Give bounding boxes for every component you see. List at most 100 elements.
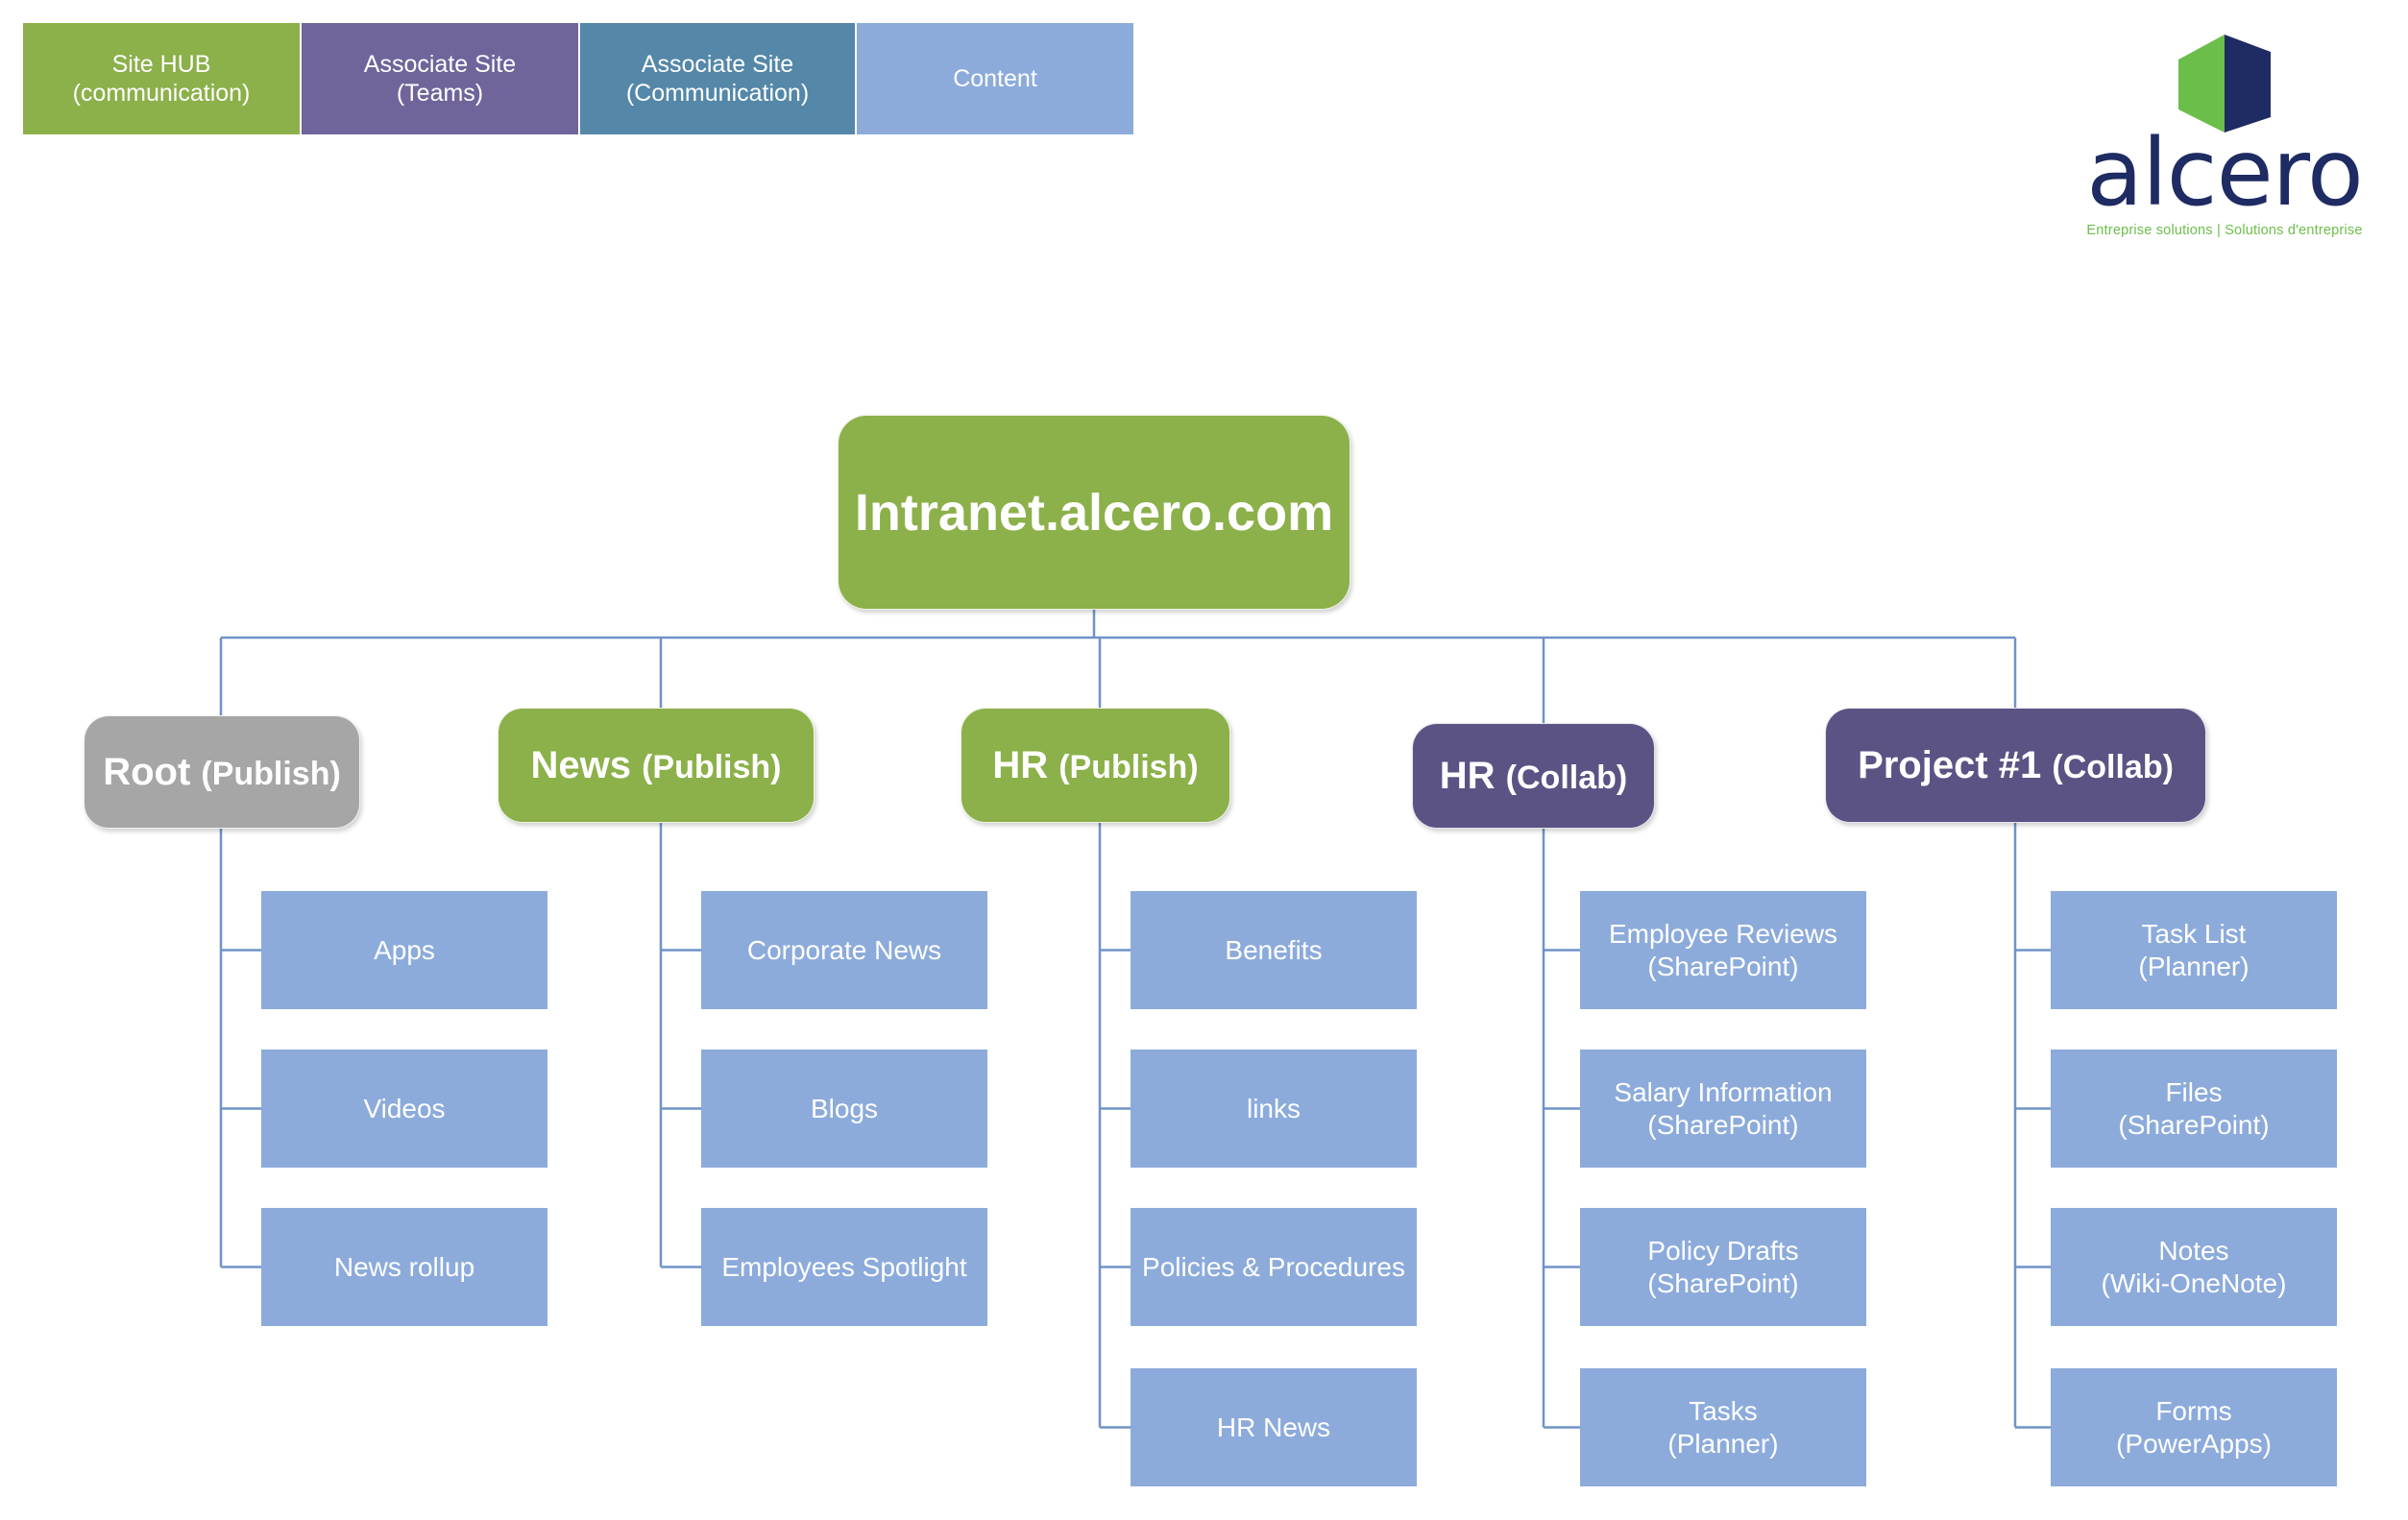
node-site-type: (Collab) [2052,748,2174,785]
node-content-label: Policy Drafts(SharePoint) [1647,1235,1798,1299]
node-content-label: Videos [363,1093,445,1125]
node-site-type: (Publish) [1058,748,1199,785]
node-content-news-publish-1[interactable]: Blogs [701,1050,987,1168]
node-content-label: Employees Spotlight [721,1251,966,1284]
node-content-hr-publish-0[interactable]: Benefits [1131,891,1417,1009]
node-content-label: Benefits [1225,934,1322,967]
node-content-title: Apps [374,934,435,965]
node-site-name: Project #1 [1858,743,2053,786]
node-site-root-publish[interactable]: Root (Publish) [84,715,360,829]
node-content-root-publish-0[interactable]: Apps [261,891,547,1009]
node-content-hr-publish-1[interactable]: links [1131,1050,1417,1168]
node-content-hr-publish-2[interactable]: Policies & Procedures [1131,1208,1417,1326]
node-content-label: links [1247,1093,1301,1125]
node-site-label-news-publish: News (Publish) [530,744,781,787]
node-content-news-publish-0[interactable]: Corporate News [701,891,987,1009]
node-content-title: Tasks [1689,1395,1758,1426]
node-content-label: Employee Reviews(SharePoint) [1609,918,1837,982]
node-content-label: Tasks(Planner) [1667,1395,1778,1460]
node-content-title: Files [2165,1076,2223,1107]
node-content-title: links [1246,1093,1301,1123]
legend-item-label-primary: Site HUB [111,50,211,78]
node-content-subtitle: (PowerApps) [2116,1428,2272,1459]
node-content-title: Salary Information [1614,1076,1833,1107]
node-content-hr-collab-1[interactable]: Salary Information(SharePoint) [1580,1050,1866,1168]
node-content-hr-publish-3[interactable]: HR News [1131,1368,1417,1486]
node-content-title: Task List [2141,918,2247,949]
node-content-title: Forms [2155,1395,2232,1426]
node-content-hr-collab-0[interactable]: Employee Reviews(SharePoint) [1580,891,1866,1009]
node-content-subtitle: (SharePoint) [1647,951,1799,981]
node-content-hr-collab-2[interactable]: Policy Drafts(SharePoint) [1580,1208,1866,1326]
node-site-label-hr-collab: HR (Collab) [1440,755,1627,798]
node-content-title: Policy Drafts [1647,1235,1799,1266]
node-content-project-1-collab-0[interactable]: Task List(Planner) [2051,891,2337,1009]
node-content-root-publish-2[interactable]: News rollup [261,1208,547,1326]
legend-item-label-secondary: (Teams) [396,80,484,107]
legend-item-3: Content [857,23,1133,134]
node-content-news-publish-2[interactable]: Employees Spotlight [701,1208,987,1326]
node-content-label: Blogs [811,1093,878,1125]
node-site-type: (Publish) [642,748,782,785]
node-content-subtitle: (Planner) [1667,1428,1779,1459]
node-content-hr-collab-3[interactable]: Tasks(Planner) [1580,1368,1866,1486]
node-content-label: Files(SharePoint) [2118,1076,2269,1141]
node-site-label-project-1-collab: Project #1 (Collab) [1858,744,2174,787]
node-content-label: Apps [374,934,435,967]
logo-wordmark: alcero [2086,119,2363,227]
node-content-project-1-collab-1[interactable]: Files(SharePoint) [2051,1050,2337,1168]
node-content-label: HR News [1217,1411,1330,1444]
node-content-title: Employee Reviews [1608,918,1838,949]
node-content-project-1-collab-3[interactable]: Forms(PowerApps) [2051,1368,2337,1486]
node-site-project-1-collab[interactable]: Project #1 (Collab) [1825,708,2206,823]
alcero-logo: alcero Entreprise solutions | Solutions … [2066,31,2383,238]
legend-item-label-primary: Associate Site [363,50,517,78]
node-content-label: Task List(Planner) [2138,918,2249,982]
legend-item-label-primary: Content [953,64,1037,92]
node-root-label: Intranet.alcero.com [854,483,1334,542]
node-content-title: Employees Spotlight [721,1251,967,1282]
node-site-name: News [530,743,643,786]
node-content-label: Corporate News [747,934,941,967]
legend-item-0: Site HUB(communication) [23,23,302,134]
node-content-subtitle: (Planner) [2138,951,2250,981]
node-content-subtitle: (Wiki-OneNote) [2101,1267,2287,1298]
node-site-label-root-publish: Root (Publish) [103,751,341,794]
node-content-subtitle: (SharePoint) [1647,1109,1799,1140]
node-content-title: Benefits [1225,934,1323,965]
legend-item-2: Associate Site(Communication) [580,23,857,134]
node-content-title: News rollup [333,1251,475,1282]
node-content-subtitle: (SharePoint) [2118,1109,2270,1140]
node-content-title: Policies & Procedures [1142,1251,1405,1282]
node-site-name: Root [103,750,202,793]
node-content-title: Videos [363,1093,446,1123]
legend-item-label-primary: Associate Site [641,50,794,78]
node-content-title: Notes [2158,1235,2229,1266]
node-content-label: Salary Information(SharePoint) [1614,1076,1832,1141]
node-site-type: (Collab) [1505,759,1628,796]
legend: Site HUB(communication)Associate Site(Te… [23,23,1133,134]
legend-item-label-secondary: (communication) [72,80,251,107]
node-content-label: Policies & Procedures [1142,1251,1405,1284]
node-content-label: Forms(PowerApps) [2116,1395,2272,1460]
node-site-news-publish[interactable]: News (Publish) [498,708,815,823]
node-content-subtitle: (SharePoint) [1647,1267,1799,1298]
node-content-title: HR News [1216,1411,1331,1442]
node-site-hr-publish[interactable]: HR (Publish) [961,708,1230,823]
node-site-name: HR [1439,754,1506,797]
node-content-label: Notes(Wiki-OneNote) [2102,1235,2287,1299]
node-content-project-1-collab-2[interactable]: Notes(Wiki-OneNote) [2051,1208,2337,1326]
node-site-label-hr-publish: HR (Publish) [992,744,1198,787]
node-root-site[interactable]: Intranet.alcero.com [838,415,1350,610]
node-content-label: News rollup [334,1251,474,1284]
node-site-hr-collab[interactable]: HR (Collab) [1412,723,1655,829]
logo-tagline: Entreprise solutions | Solutions d'entre… [2086,223,2363,238]
legend-item-label-secondary: (Communication) [625,80,810,107]
node-content-title: Blogs [810,1093,879,1123]
node-content-title: Corporate News [746,934,942,965]
node-content-root-publish-1[interactable]: Videos [261,1050,547,1168]
legend-item-1: Associate Site(Teams) [302,23,580,134]
node-site-type: (Publish) [201,755,341,792]
node-site-name: HR [992,743,1059,786]
